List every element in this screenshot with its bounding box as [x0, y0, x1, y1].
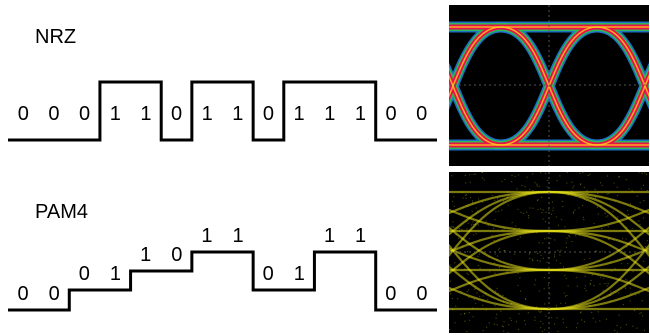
pam4-symbol-label: 1 1 — [201, 225, 243, 247]
nrz-bit-label: 1 — [202, 103, 213, 125]
pam4-symbol-label: 1 1 — [324, 225, 366, 247]
nrz-bit-label: 0 — [263, 103, 274, 125]
nrz-bit-label: 1 — [294, 103, 305, 125]
pam4-symbol-label: 0 1 — [263, 263, 305, 285]
nrz-bit-label: 1 — [110, 103, 121, 125]
pam4-symbol-label: 0 0 — [18, 283, 60, 305]
pam4-waveform — [8, 250, 437, 312]
nrz-title: NRZ — [35, 26, 76, 48]
nrz-bit-label: 0 — [79, 103, 90, 125]
nrz-bit-label: 0 — [48, 103, 59, 125]
nrz-eye-diagram — [449, 5, 649, 166]
nrz-bit-label: 1 — [140, 103, 151, 125]
nrz-bit-label: 0 — [171, 103, 182, 125]
pam4-title: PAM4 — [35, 201, 88, 223]
pam4-symbol-labels: 0 0 0 1 1 0 1 1 0 1 1 1 0 0 — [18, 225, 428, 305]
nrz-bit-label: 1 — [232, 103, 243, 125]
nrz-bit-label: 1 — [355, 103, 366, 125]
nrz-bit-label: 1 — [324, 103, 335, 125]
nrz-bit-label: 0 — [416, 103, 427, 125]
nrz-waveform — [8, 80, 437, 142]
pam4-symbol-label: 0 0 — [385, 283, 427, 305]
pam4-symbol-label: 0 1 — [79, 263, 121, 285]
nrz-bit-label: 0 — [18, 103, 29, 125]
pam4-eye-diagram — [449, 172, 649, 333]
nrz-bit-label: 0 — [385, 103, 396, 125]
pam4-symbol-label: 1 0 — [140, 244, 182, 266]
